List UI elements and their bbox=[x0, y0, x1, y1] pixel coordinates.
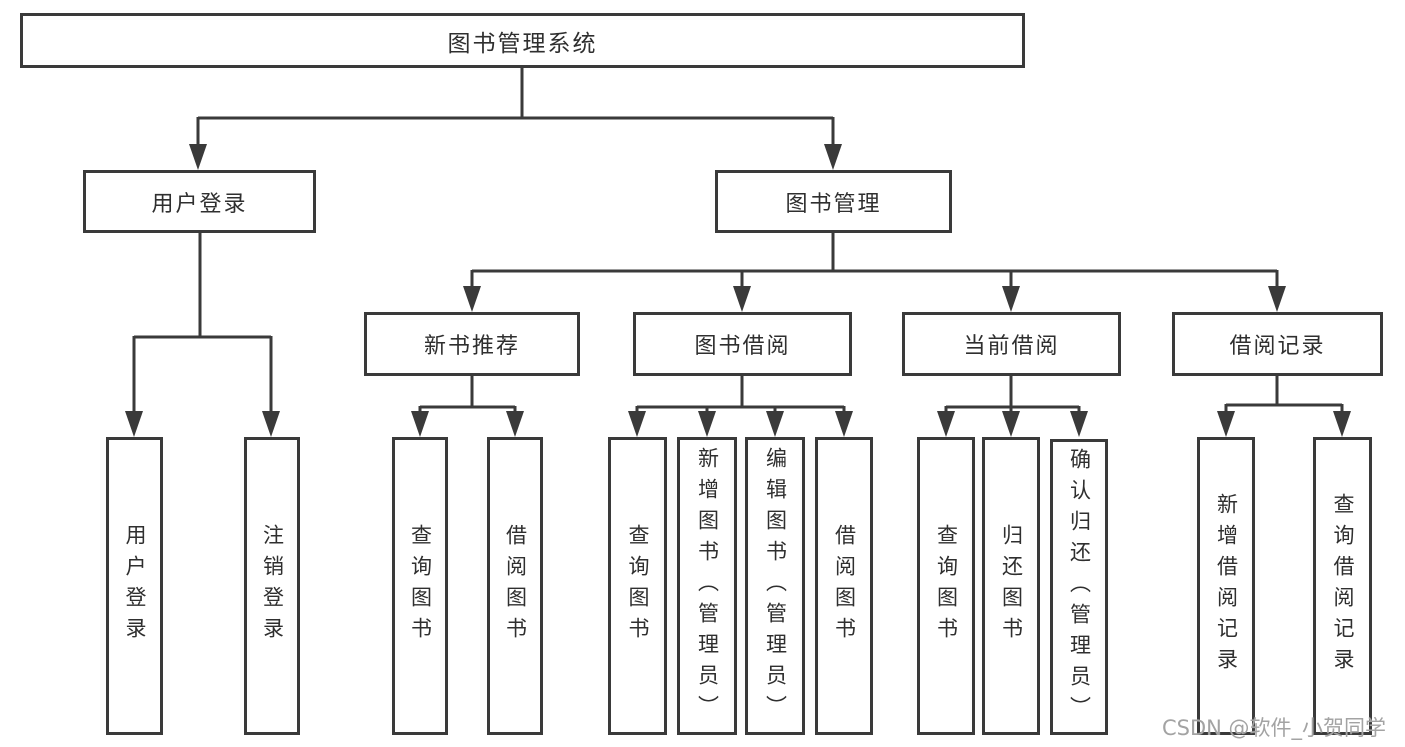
node-user-login: 用户登录 bbox=[83, 170, 316, 233]
csdn-watermark: CSDN @软件_小贺同学 bbox=[1162, 716, 1387, 740]
leaf-add-borrow-record: 新增借阅记录 bbox=[1197, 437, 1255, 735]
arrowhead-icons bbox=[125, 144, 1351, 437]
node-label: 用户登录 bbox=[151, 191, 248, 217]
node-current-borrow: 当前借阅 bbox=[902, 312, 1121, 376]
node-label: 图书借阅 bbox=[694, 334, 791, 359]
leaf-label: 归还图书 bbox=[999, 524, 1024, 648]
node-library-system: 图书管理系统 bbox=[20, 13, 1025, 68]
leaf-borrow-books-recommend: 借阅图书 bbox=[487, 437, 543, 735]
leaf-label: 查询图书 bbox=[934, 524, 959, 648]
leaf-borrow-books: 借阅图书 bbox=[815, 437, 873, 735]
leaf-label: 查询图书 bbox=[408, 524, 433, 648]
node-new-book-recommend: 新书推荐 bbox=[364, 312, 580, 376]
node-label: 图书管理系统 bbox=[447, 30, 598, 57]
node-book-borrow: 图书借阅 bbox=[633, 312, 852, 376]
node-label: 图书管理 bbox=[785, 191, 882, 217]
leaf-confirm-return-admin: 确认归还（管理员） bbox=[1050, 439, 1108, 735]
node-label: 借阅记录 bbox=[1229, 334, 1326, 359]
node-label: 当前借阅 bbox=[963, 334, 1060, 359]
leaf-label: 查询图书 bbox=[626, 524, 650, 648]
leaf-logout: 注销登录 bbox=[244, 437, 300, 735]
leaf-label: 新增图书（管理员） bbox=[695, 446, 720, 726]
leaf-label: 注销登录 bbox=[260, 524, 285, 648]
node-book-management: 图书管理 bbox=[715, 170, 952, 233]
leaf-return-books: 归还图书 bbox=[982, 437, 1040, 735]
leaf-label: 查询借阅记录 bbox=[1331, 493, 1355, 679]
leaf-label: 确认归还（管理员） bbox=[1067, 447, 1092, 727]
leaf-edit-books-admin: 编辑图书（管理员） bbox=[745, 437, 805, 735]
node-label: 新书推荐 bbox=[423, 334, 520, 359]
leaf-query-books-recommend: 查询图书 bbox=[392, 437, 448, 735]
leaf-query-borrow-record: 查询借阅记录 bbox=[1313, 437, 1372, 735]
leaf-query-books-current: 查询图书 bbox=[917, 437, 975, 735]
leaf-label: 新增借阅记录 bbox=[1214, 493, 1239, 679]
leaf-label: 借阅图书 bbox=[832, 524, 857, 648]
leaf-label: 用户登录 bbox=[123, 524, 147, 648]
leaf-label: 借阅图书 bbox=[503, 524, 528, 648]
leaf-add-books-admin: 新增图书（管理员） bbox=[677, 437, 737, 735]
node-borrow-records: 借阅记录 bbox=[1172, 312, 1383, 376]
leaf-user-login: 用户登录 bbox=[106, 437, 163, 735]
leaf-label: 编辑图书（管理员） bbox=[763, 446, 788, 726]
leaf-query-books-borrow: 查询图书 bbox=[608, 437, 667, 735]
